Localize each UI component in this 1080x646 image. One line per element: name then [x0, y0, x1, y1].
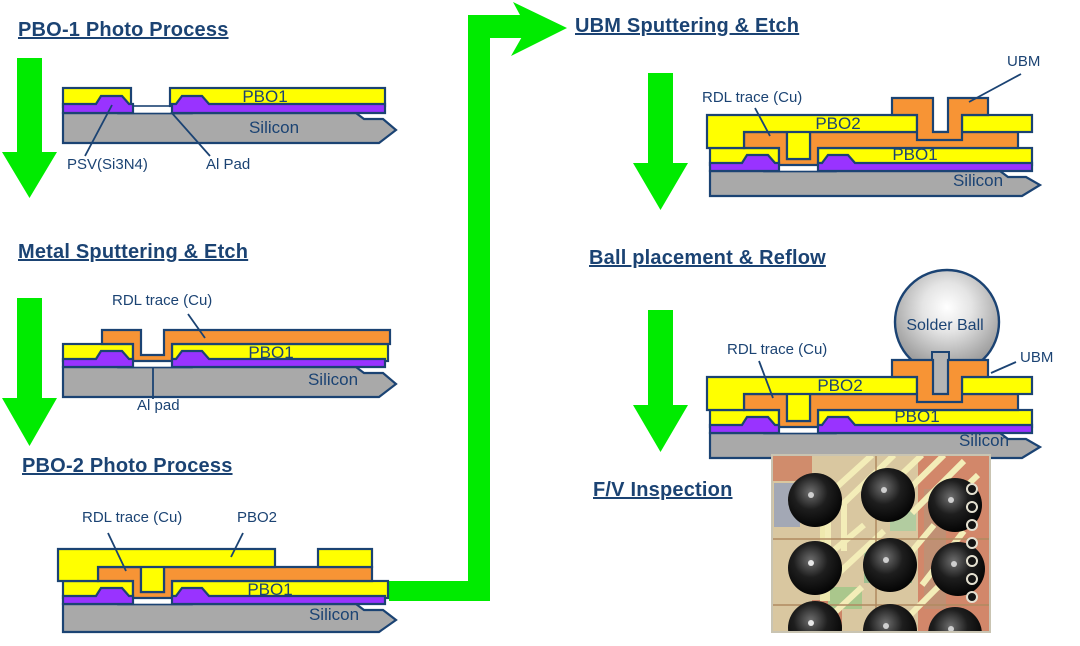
layer-label-pbo1: PBO1: [247, 580, 293, 599]
section-title-ubm-sputtering: UBM Sputtering & Etch: [575, 15, 800, 37]
annotation-rdl-trace: RDL trace (Cu): [82, 509, 183, 526]
layer-label-pbo2: PBO2: [817, 376, 863, 395]
psv-layer: [61, 94, 135, 115]
cross-section-metal: [61, 313, 398, 399]
annotation-pbo2: PBO2: [237, 509, 278, 526]
inspection-photo: [771, 454, 991, 633]
layer-label-pbo2: PBO2: [815, 114, 861, 133]
psv-layer: [708, 415, 781, 435]
flow-connector-arrowhead-icon: [511, 2, 567, 56]
cross-section-ubm: [705, 73, 1043, 198]
annotation-rdl-trace: RDL trace (Cu): [702, 89, 803, 106]
leader-lines: [754, 73, 1022, 137]
annotation-al-pad: Al Pad: [206, 156, 251, 173]
cross-section-ball: [705, 268, 1043, 460]
annotation-ubm: UBM: [1020, 349, 1054, 366]
annotation-ubm: UBM: [1007, 53, 1041, 70]
leader-lines: [758, 360, 1017, 399]
layer-label-pbo1: PBO1: [248, 343, 294, 362]
annotation-psv: PSV(Si3N4): [67, 156, 148, 173]
solder-ball-array: [788, 468, 985, 632]
layer-label-silicon: Silicon: [248, 118, 300, 137]
psv-layer: [61, 586, 135, 606]
pbo2-layer: [56, 547, 277, 583]
solder-ball-stem: [931, 351, 950, 395]
layer-label-pbo1: PBO1: [892, 145, 938, 164]
ubm-layer: [890, 358, 990, 404]
annotation-al-pad: Al pad: [137, 397, 180, 414]
section-title-pbo2-photo: PBO-2 Photo Process: [22, 455, 233, 477]
section-title-fv-inspection: F/V Inspection: [593, 479, 733, 501]
annotation-rdl-trace: RDL trace (Cu): [727, 341, 828, 358]
down-arrow-icon: [2, 58, 57, 198]
down-arrow-icon: [2, 298, 57, 446]
layer-label-silicon: Silicon: [308, 605, 360, 624]
psv-layer: [170, 94, 387, 115]
leader-lines: [152, 313, 206, 399]
leader-lines: [84, 104, 211, 157]
rdl-trace-layer: [100, 328, 392, 363]
leader-lines: [107, 532, 244, 572]
psv-layer: [61, 349, 135, 369]
annotation-solder-ball: Solder Ball: [906, 317, 984, 334]
flow-connector-elbow: [389, 15, 540, 601]
down-arrow-icon: [633, 73, 688, 210]
annotation-rdl-trace: RDL trace (Cu): [112, 292, 213, 309]
layer-label-pbo1: PBO1: [242, 87, 288, 106]
down-arrow-icon: [633, 310, 688, 452]
psv-layer: [170, 349, 387, 369]
psv-layer: [708, 153, 781, 173]
layer-label-silicon: Silicon: [307, 370, 359, 389]
section-title-metal-sputtering: Metal Sputtering & Etch: [18, 241, 249, 263]
bond-pad-column: [966, 483, 978, 603]
psv-layer: [170, 586, 387, 606]
pbo2-layer: [960, 113, 1034, 134]
section-title-ball-placement: Ball placement & Reflow: [589, 247, 826, 269]
pbo2-layer: [960, 375, 1034, 396]
silicon-layer: [61, 111, 398, 145]
psv-layer: [816, 153, 1034, 173]
section-title-pbo1-photo: PBO-1 Photo Process: [18, 19, 229, 41]
cross-section-pbo1: [61, 86, 398, 157]
psv-layer: [816, 415, 1034, 435]
ubm-layer: [890, 96, 990, 142]
layer-label-silicon: Silicon: [958, 431, 1010, 450]
layer-label-silicon: Silicon: [952, 171, 1004, 190]
layer-label-pbo1: PBO1: [894, 407, 940, 426]
pbo2-layer: [316, 547, 374, 569]
cross-section-pbo2: [56, 532, 398, 634]
